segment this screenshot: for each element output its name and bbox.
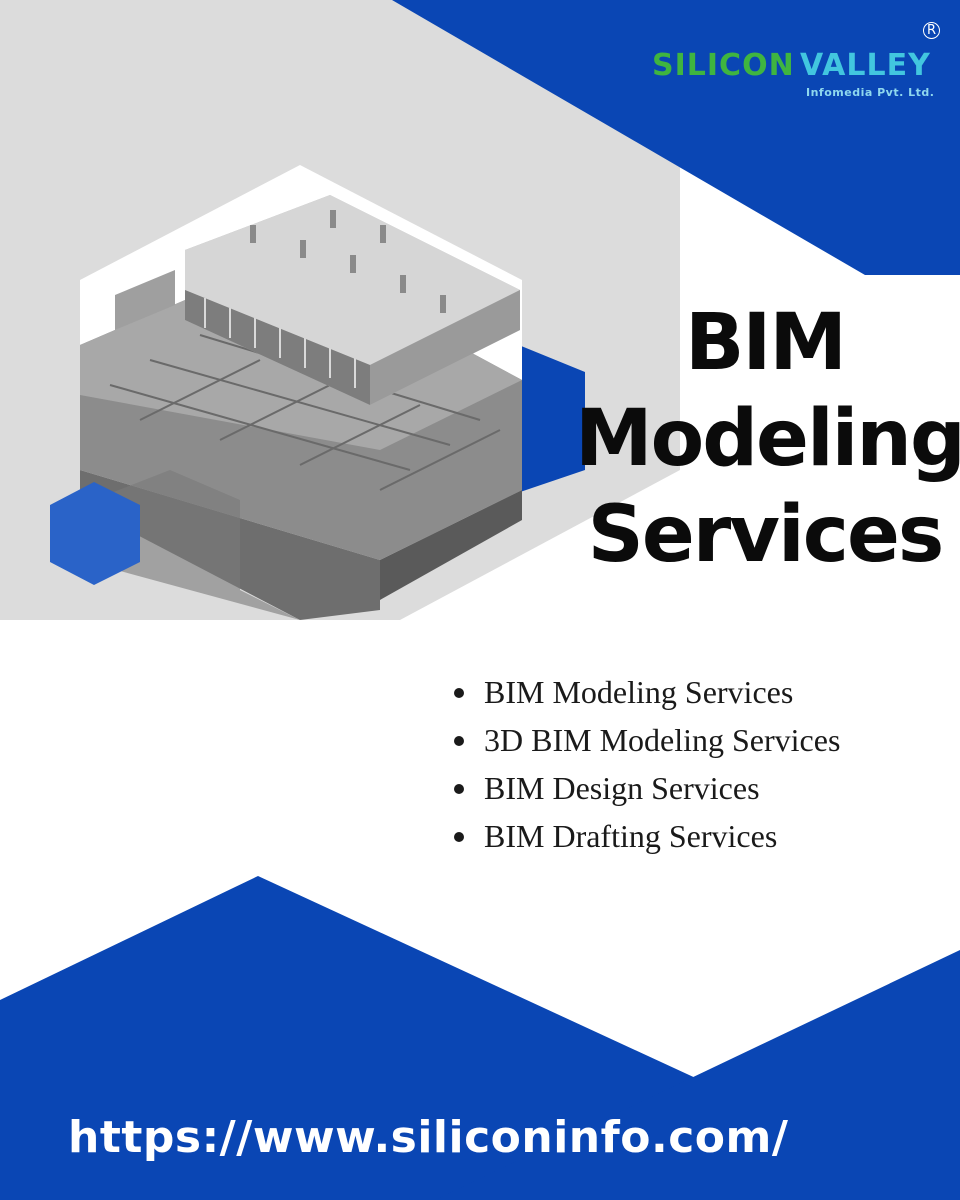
company-logo: SILICON VALLEY Infomedia Pvt. Ltd. R	[648, 20, 944, 110]
logo-wordmark-accent: VALLEY	[800, 48, 931, 83]
service-item: BIM Design Services	[452, 764, 840, 812]
page-title: BIM Modeling Services	[575, 295, 960, 583]
title-line-2: Modeling	[575, 394, 960, 484]
accent-hexagon-shape	[50, 482, 140, 585]
service-item: 3D BIM Modeling Services	[452, 716, 840, 764]
logo-wordmark-main: SILICON	[652, 48, 795, 83]
services-list: BIM Modeling Services 3D BIM Modeling Se…	[452, 668, 840, 860]
website-link[interactable]: https://www.siliconinfo.com/	[68, 1112, 789, 1163]
service-item: BIM Drafting Services	[452, 812, 840, 860]
registered-mark-icon: R	[923, 22, 940, 39]
title-line-3: Services	[587, 490, 945, 580]
top-blue-triangle	[392, 0, 960, 275]
bottom-right-blue-triangle	[435, 950, 960, 1200]
logo-company-name: Infomedia Pvt. Ltd.	[806, 86, 935, 99]
title-line-1: BIM	[684, 298, 847, 388]
service-item: BIM Modeling Services	[452, 668, 840, 716]
building-model-image	[80, 195, 522, 620]
